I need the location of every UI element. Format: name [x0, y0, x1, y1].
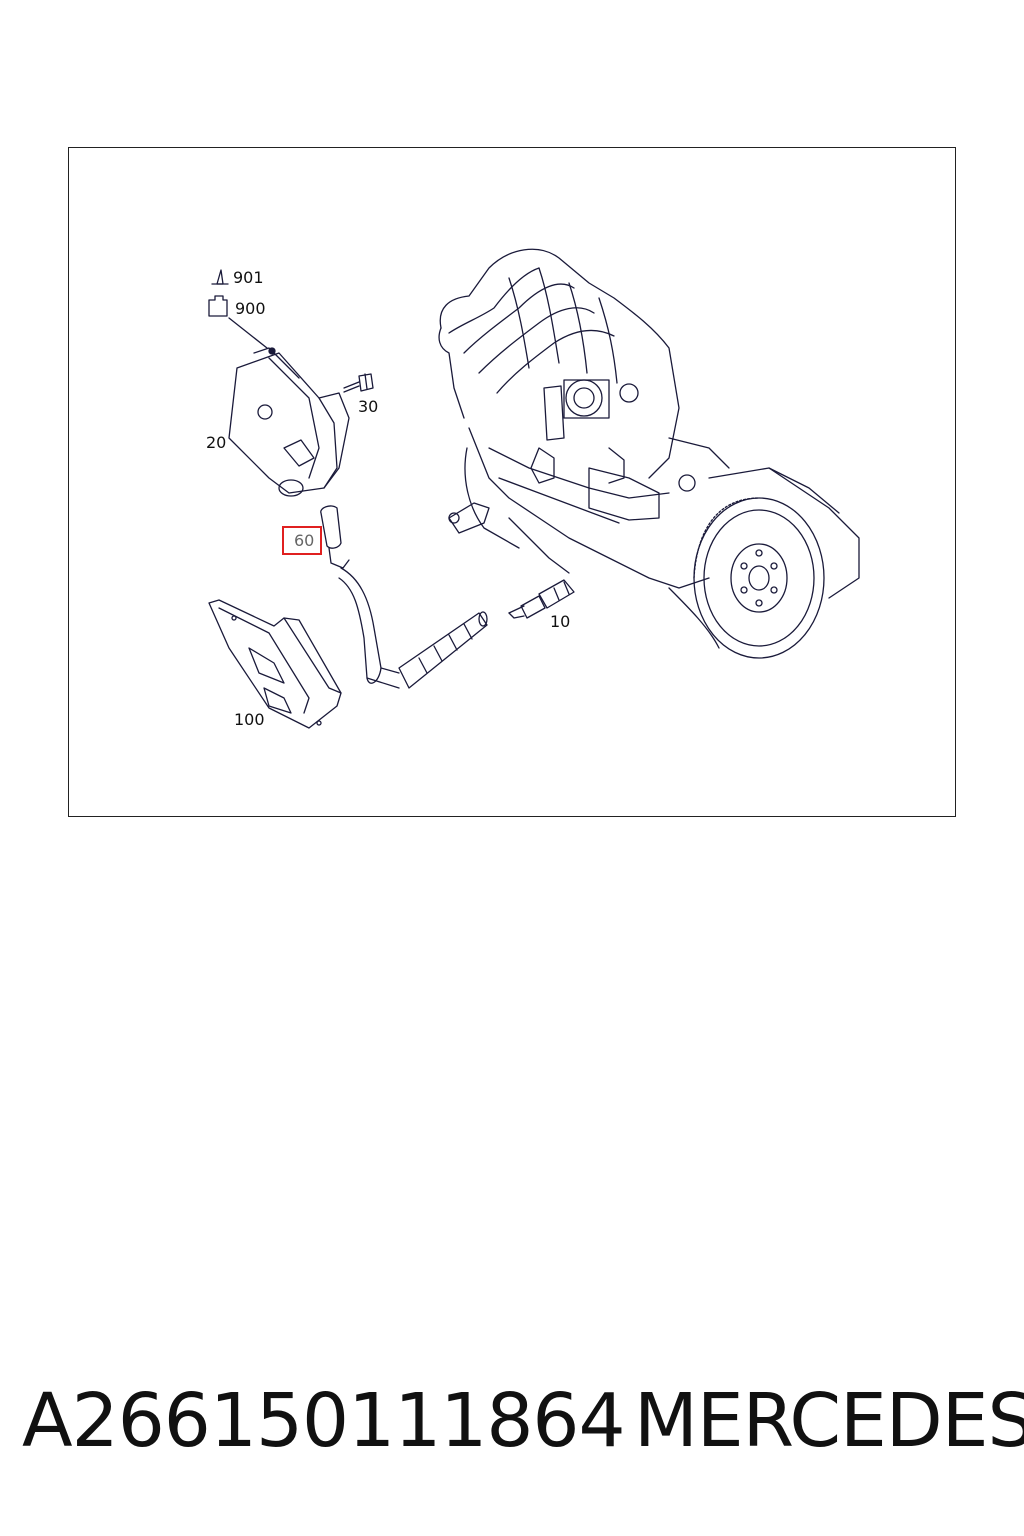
callout-30: 30 — [358, 397, 379, 416]
engine-assembly — [438, 248, 860, 659]
footer-caption: A266150111864 MERCEDES — [22, 1378, 1024, 1468]
part-60-ignition-lead — [320, 505, 488, 689]
brand-name: MERCEDES — [634, 1378, 1024, 1464]
engine-diagram — [208, 248, 860, 729]
diagram-frame: 901 900 30 20 60 10 100 — [68, 147, 956, 817]
callout-901: 901 — [233, 268, 264, 287]
part-number: A266150111864 — [22, 1378, 626, 1464]
leader-line-900 — [228, 317, 268, 349]
part-30-bolt — [343, 373, 374, 393]
part-10-spark-plug — [508, 579, 575, 619]
part-20-ignition-coil — [228, 347, 350, 497]
callout-20: 20 — [206, 433, 227, 452]
part-100-cover — [208, 599, 342, 729]
part-901-icon — [211, 269, 229, 285]
part-900-icon — [208, 295, 228, 317]
callout-100: 100 — [234, 710, 265, 729]
callout-60-highlighted[interactable]: 60 — [282, 526, 323, 555]
callout-900: 900 — [235, 299, 266, 318]
callout-10: 10 — [550, 612, 571, 631]
